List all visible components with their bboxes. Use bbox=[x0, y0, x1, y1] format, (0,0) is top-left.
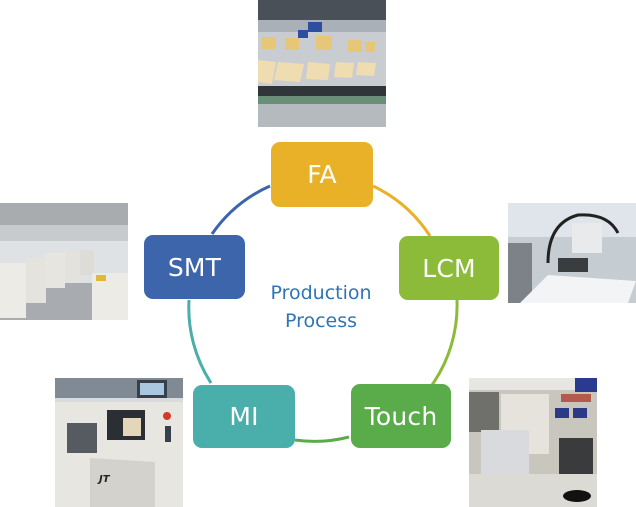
node-smt: SMT bbox=[144, 235, 245, 299]
smt-photo bbox=[0, 203, 128, 320]
svg-text:JT: JT bbox=[97, 474, 111, 485]
connector-fa-lcm bbox=[372, 184, 432, 237]
node-touch-label: Touch bbox=[364, 401, 438, 431]
connector-lcm-touch bbox=[430, 299, 459, 386]
center-title-line-2: Process bbox=[284, 310, 358, 332]
node-touch: Touch bbox=[351, 384, 451, 448]
connector-mi-smt bbox=[187, 299, 213, 384]
center-title: Production Process bbox=[246, 279, 396, 335]
node-fa-label: FA bbox=[307, 160, 337, 189]
node-smt-label: SMT bbox=[167, 252, 222, 282]
connector-touch-mi bbox=[294, 435, 350, 443]
center-title-line-1: Production bbox=[270, 282, 372, 304]
node-mi-label: MI bbox=[229, 402, 259, 431]
mi-photo: JT bbox=[55, 378, 183, 507]
node-lcm: LCM bbox=[399, 236, 499, 300]
node-fa: FA bbox=[271, 142, 373, 207]
lcm-photo bbox=[508, 203, 636, 303]
node-lcm-label: LCM bbox=[422, 253, 476, 283]
node-mi: MI bbox=[193, 385, 295, 448]
fa-photo bbox=[258, 0, 386, 127]
touch-photo bbox=[469, 378, 597, 507]
connector-smt-fa bbox=[210, 184, 271, 235]
